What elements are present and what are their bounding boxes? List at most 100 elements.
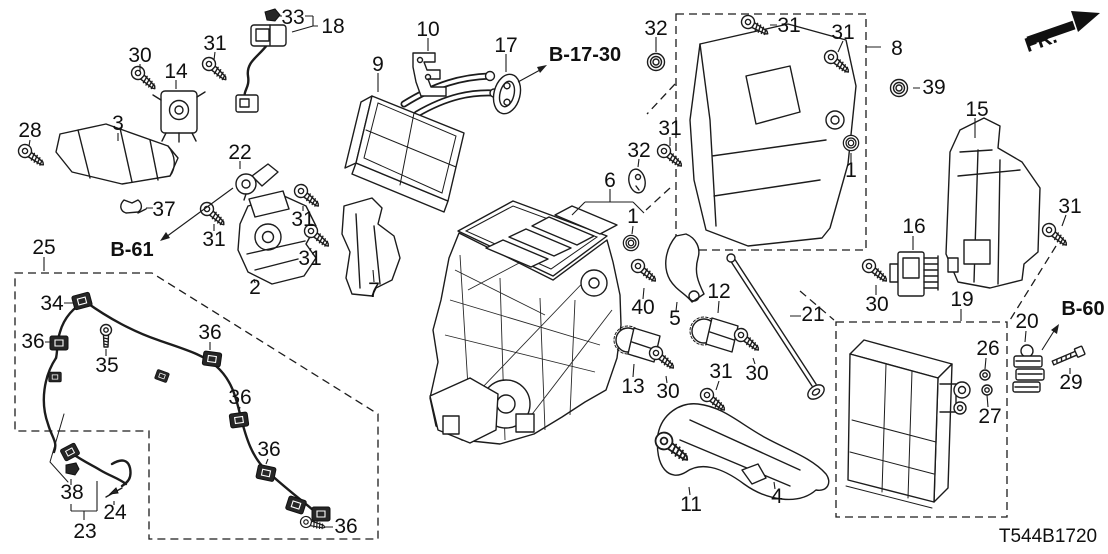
screw-30-d (731, 325, 764, 356)
callout-34-50: 34 (40, 292, 64, 315)
part-20-expansion-valve (1012, 344, 1045, 393)
wire-clip-b (154, 368, 170, 384)
part-4-lower-bracket (656, 403, 830, 501)
callout-5-36: 5 (669, 307, 681, 330)
callout-16-31: 16 (902, 215, 925, 238)
part-9-heater-core (344, 70, 499, 213)
callout-28-5: 28 (18, 119, 41, 142)
callout-31-9: 31 (202, 228, 225, 251)
callout-b-17-30-19: B-17-30 (549, 44, 621, 66)
harness-break-mark (49, 413, 69, 483)
bolt-35 (99, 323, 113, 348)
callout-38-57: 38 (60, 481, 83, 504)
callout-b-60-48: B-60 (1061, 298, 1104, 320)
callout-36-55: 36 (257, 438, 280, 461)
screw-31-a (199, 54, 232, 85)
evaporator-box-19 (835, 321, 1008, 518)
clip-33-icon (264, 8, 281, 22)
callout-3-6: 3 (112, 112, 124, 135)
screw-40 (628, 256, 661, 287)
harness-box-25 (14, 272, 379, 540)
part-16-resistor (889, 251, 939, 297)
callout-31-32: 31 (1058, 195, 1081, 218)
callout-23-59: 23 (73, 520, 96, 543)
ref-arrow-b61 (160, 187, 234, 241)
callout-32-25: 32 (627, 139, 650, 162)
grommet-32-oval (628, 168, 646, 194)
callout-4-44: 4 (771, 485, 783, 508)
part-29-bolt (1051, 345, 1086, 366)
callout-31-21: 31 (777, 14, 800, 37)
callout-31-26: 31 (658, 117, 681, 140)
oring-27 (981, 384, 993, 396)
part-15-duct-housing (945, 117, 1041, 289)
screw-31-g (654, 141, 687, 172)
part-21-rod (726, 253, 825, 400)
callout-b-61-11: B-61 (110, 239, 153, 261)
leader-lines (28, 15, 1071, 528)
callout-30-2: 30 (128, 44, 151, 67)
part-2-servo-motor (237, 190, 317, 285)
callout-32-20: 32 (644, 17, 667, 40)
clip-24-icon (105, 487, 123, 498)
part-18-sensor (235, 24, 287, 113)
screw-30-c (646, 343, 679, 374)
subassembly-box-8 (675, 13, 867, 251)
callout-29-49: 29 (1059, 371, 1082, 394)
connector-36-d (255, 463, 277, 483)
part-6-upper-frame (457, 200, 618, 277)
callout-30-41: 30 (745, 362, 768, 385)
connector-end-a (284, 495, 308, 515)
callout-11-43: 11 (680, 493, 702, 516)
callout-31-40: 31 (709, 360, 732, 383)
clip-37 (120, 199, 147, 214)
callout-1-28: 1 (627, 205, 639, 228)
clip-38-icon (65, 462, 80, 476)
dashed-leader-lines (645, 83, 1057, 321)
screw-30-b (859, 256, 892, 287)
part-3-side-duct (55, 123, 179, 185)
callout-30-33: 30 (865, 293, 888, 316)
part-14-motor (152, 90, 206, 143)
callout-36-56: 36 (334, 515, 357, 538)
screw-28 (15, 141, 49, 171)
part-19-evaporator (845, 339, 971, 509)
callout-14-3: 14 (164, 60, 188, 83)
connector-23-start (59, 442, 81, 462)
ref-arrow-b1730 (517, 65, 547, 83)
callout-24-58: 24 (103, 501, 127, 524)
callout-33-0: 33 (281, 6, 304, 29)
oring-26 (979, 369, 991, 381)
diagram-code: T544B1720 (999, 526, 1097, 547)
wire-clip-a (48, 371, 62, 383)
callout-12-37: 12 (707, 280, 730, 303)
grommet-32-top (646, 52, 666, 72)
grommet-39 (889, 78, 909, 98)
callout-37-8: 37 (152, 198, 175, 221)
washer-1-left (622, 234, 640, 252)
callout-25-10: 25 (32, 236, 55, 259)
callout-31-4: 31 (203, 32, 226, 55)
connector-36-a (49, 335, 69, 351)
fr-label: FR. (1022, 26, 1060, 57)
callout-7-15: 7 (368, 279, 380, 302)
callout-21-42: 21 (801, 303, 824, 326)
screw-31-h (1039, 220, 1072, 251)
callout-31-13: 31 (298, 247, 321, 270)
callout-15-30: 15 (965, 98, 988, 121)
callout-8-23: 8 (891, 37, 903, 60)
callout-9-17: 9 (372, 53, 384, 76)
callout-19-34: 19 (950, 288, 973, 311)
part-17-grommet (492, 73, 522, 115)
connector-34 (70, 291, 94, 311)
callout-31-12: 31 (291, 208, 314, 231)
callout-1-29: 1 (845, 159, 857, 182)
callout-10-16: 10 (416, 18, 439, 41)
callout-36-51: 36 (21, 330, 44, 353)
part-7-bracket (341, 197, 401, 297)
callout-2-14: 2 (249, 276, 261, 299)
callout-36-53: 36 (198, 321, 221, 344)
part-8-blower-case (689, 23, 857, 247)
